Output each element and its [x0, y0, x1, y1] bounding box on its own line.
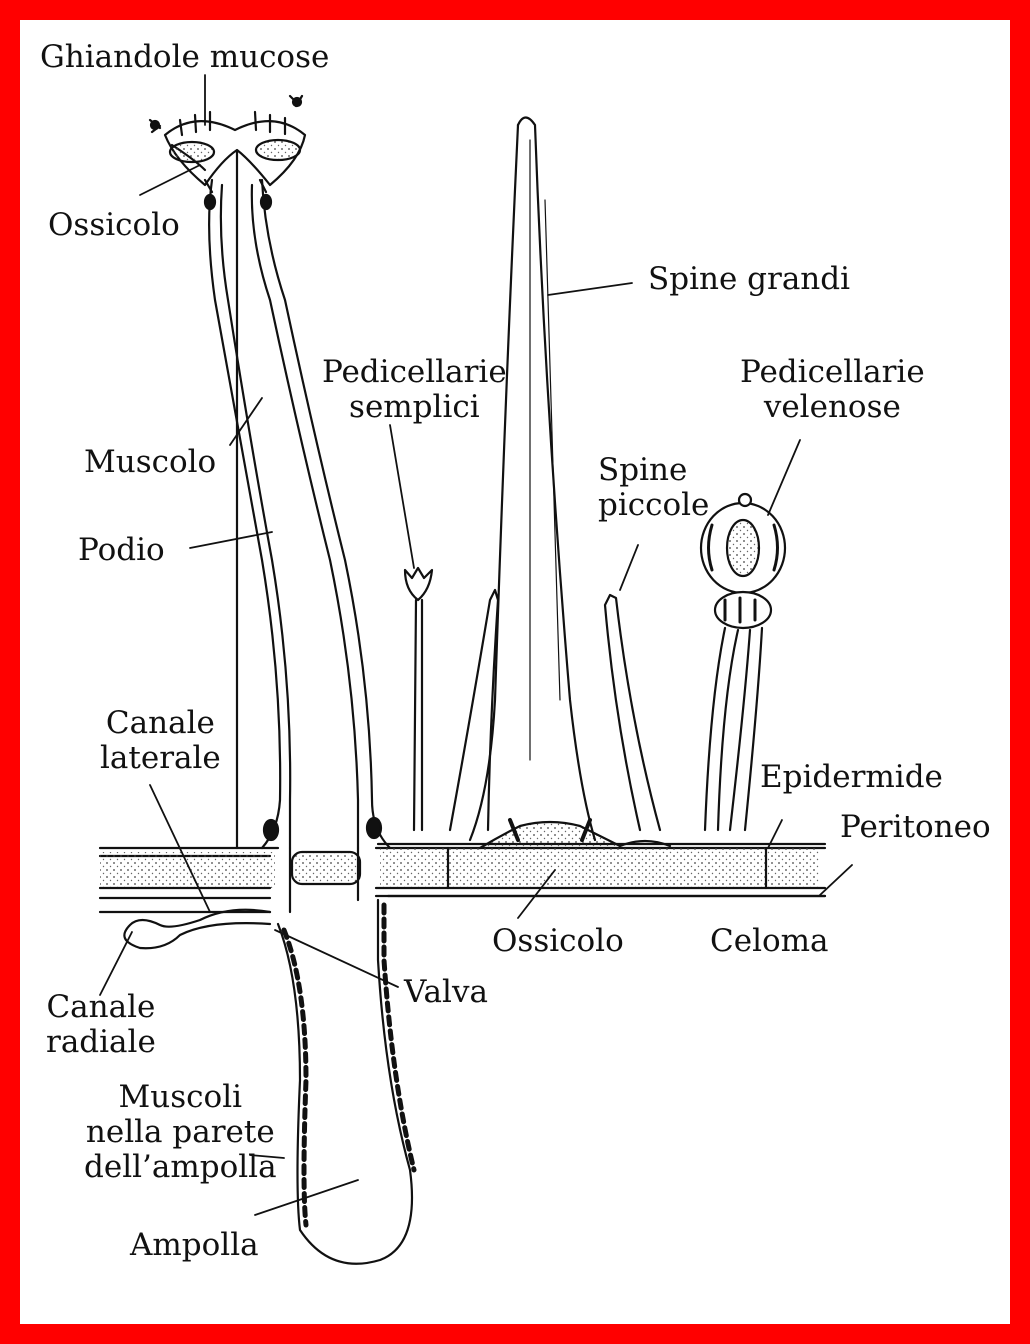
label-peritoneo: Peritoneo	[840, 810, 991, 845]
leader-lines	[100, 75, 852, 1215]
body-wall	[100, 822, 825, 912]
label-epidermide: Epidermide	[760, 760, 943, 795]
label-spine-piccole: Spine piccole	[598, 453, 709, 523]
label-canale-radiale: Canale radiale	[46, 990, 156, 1060]
tube-foot	[150, 96, 390, 912]
label-pedicellarie-velenose: Pedicellarie velenose	[740, 355, 925, 425]
label-valva: Valva	[404, 975, 488, 1010]
label-celoma: Celoma	[710, 924, 829, 959]
simple-pedicellaria	[405, 568, 432, 830]
label-ghiandole-mucose: Ghiandole mucose	[40, 40, 329, 75]
label-ossicolo-top: Ossicolo	[48, 208, 180, 243]
label-podio: Podio	[78, 533, 165, 568]
label-ampolla: Ampolla	[130, 1228, 259, 1263]
label-ossicolo-bottom: Ossicolo	[492, 924, 624, 959]
label-pedicellarie-semplici: Pedicellarie semplici	[322, 355, 507, 425]
label-muscoli-parete: Muscoli nella parete dell’ampolla	[84, 1080, 277, 1185]
label-spine-grandi: Spine grandi	[648, 262, 850, 297]
large-spine	[470, 118, 595, 841]
label-muscolo: Muscolo	[84, 445, 216, 480]
small-spines	[450, 590, 660, 830]
label-canale-laterale: Canale laterale	[100, 706, 221, 776]
